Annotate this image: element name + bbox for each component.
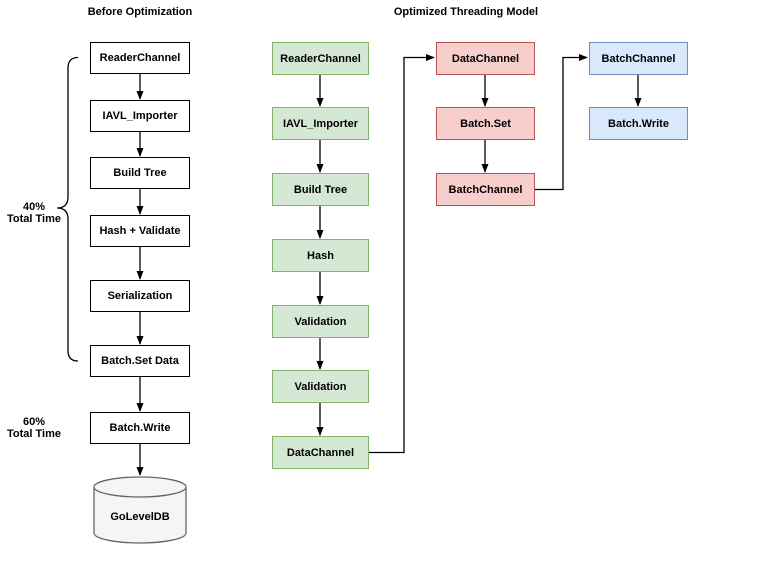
node-batch-batch-channel: BatchChannel [436,173,535,206]
node-before-build-tree: Build Tree [90,157,190,189]
node-before-iavl-importer: IAVL_Importer [90,100,190,132]
node-pipeline-data-channel: DataChannel [272,436,369,469]
title-before-optimization: Before Optimization [87,6,193,18]
annotation-60-percent: 60% Total Time [0,416,68,440]
database-label: GoLevelDB [110,511,170,523]
node-pipeline-hash: Hash [272,239,369,272]
annotation-40-percent: 40% Total Time [0,201,68,225]
node-pipeline-validation-1: Validation [272,305,369,338]
connector-batchchannel [535,54,588,191]
node-pipeline-reader-channel: ReaderChannel [272,42,369,75]
node-batch-batch-set: Batch.Set [436,107,535,140]
database-cylinder-icon [93,476,187,544]
annotation-60-percent-caption: Total Time [7,428,61,440]
annotation-60-percent-value: 60% [22,416,46,428]
connector-datachannel [369,54,435,454]
node-write-batch-channel: BatchChannel [589,42,688,75]
node-before-serialization: Serialization [90,280,190,312]
node-pipeline-iavl-importer: IAVL_Importer [272,107,369,140]
node-batch-data-channel: DataChannel [436,42,535,75]
node-before-batch-set-data: Batch.Set Data [90,345,190,377]
node-pipeline-validation-2: Validation [272,370,369,403]
annotation-40-percent-caption: Total Time [7,213,61,225]
node-write-batch-write: Batch.Write [589,107,688,140]
node-before-reader-channel: ReaderChannel [90,42,190,74]
annotation-40-percent-value: 40% [22,201,46,213]
node-before-hash-validate: Hash + Validate [90,215,190,247]
node-pipeline-build-tree: Build Tree [272,173,369,206]
bracket-40-percent-icon [56,56,79,362]
node-before-batch-write: Batch.Write [90,412,190,444]
title-optimized-threading-model: Optimized Threading Model [393,6,539,18]
